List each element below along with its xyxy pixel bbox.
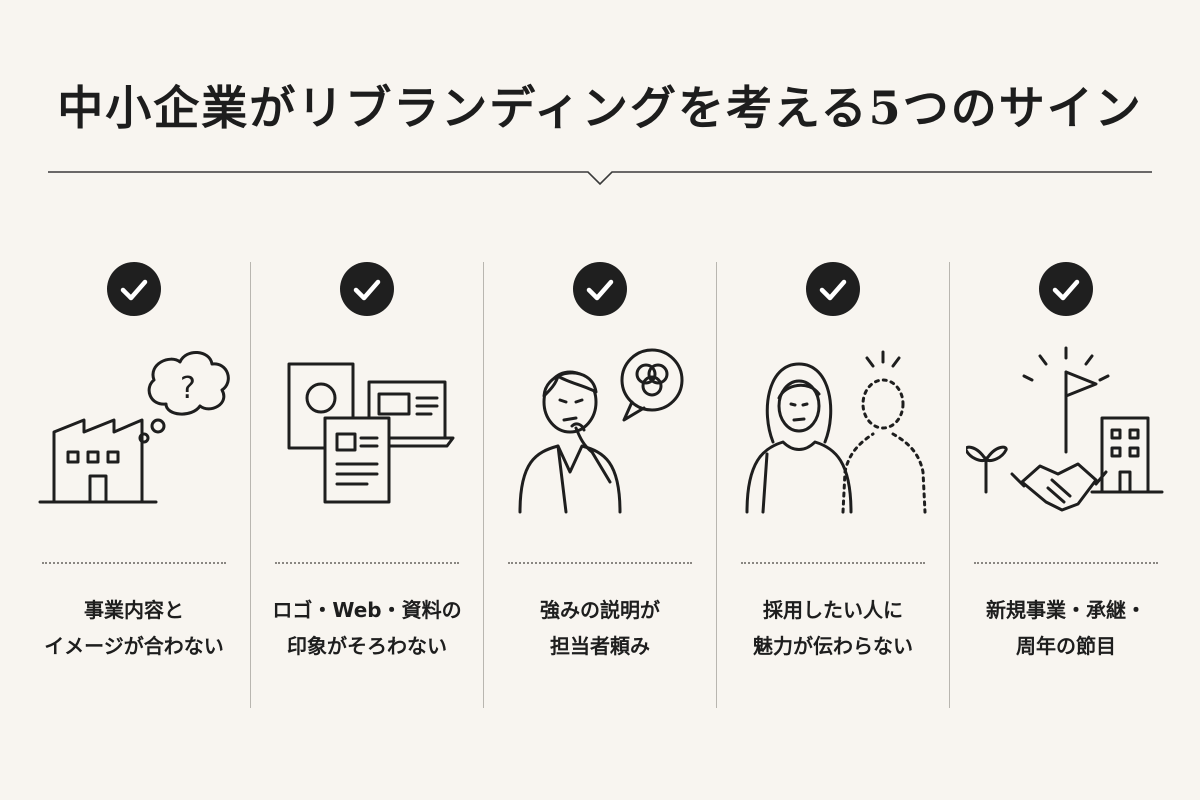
dotted-divider bbox=[741, 562, 925, 564]
recruit-candidate-icon bbox=[733, 342, 933, 522]
caption-line-1: 強みの説明が bbox=[540, 598, 660, 622]
sign-caption: ロゴ・Web・資料の 印象がそろわない bbox=[251, 592, 483, 664]
check-icon bbox=[1039, 262, 1093, 316]
caption-line-1: 事業内容と bbox=[84, 598, 184, 622]
factory-with-question-bubble-icon: ? bbox=[34, 342, 234, 522]
page-title: 中小企業がリブランディングを考える5つのサイン bbox=[57, 81, 1143, 135]
signs-list: ? 事業内容と イメージが合わない bbox=[18, 262, 1182, 708]
sign-item-strength-explanation: 強みの説明が 担当者頼み bbox=[483, 262, 716, 708]
check-icon bbox=[107, 262, 161, 316]
logo-web-documents-icon bbox=[267, 342, 467, 522]
caption-line-2: 魅力が伝わらない bbox=[753, 634, 913, 658]
caption-line-1: ロゴ・Web・資料の bbox=[272, 598, 462, 622]
sign-caption: 新規事業・承継・ 周年の節目 bbox=[950, 592, 1182, 664]
puzzled-person-icon bbox=[500, 342, 700, 522]
sign-caption: 強みの説明が 担当者頼み bbox=[484, 592, 716, 664]
check-icon bbox=[806, 262, 860, 316]
sign-item-business-image: ? 事業内容と イメージが合わない bbox=[18, 262, 250, 708]
caption-line-2: 担当者頼み bbox=[550, 634, 650, 658]
caption-line-1: 採用したい人に bbox=[763, 598, 903, 622]
caption-line-2: イメージが合わない bbox=[44, 634, 224, 658]
sign-item-brand-consistency: ロゴ・Web・資料の 印象がそろわない bbox=[250, 262, 483, 708]
svg-text:?: ? bbox=[180, 371, 196, 406]
dotted-divider bbox=[974, 562, 1158, 564]
check-icon bbox=[573, 262, 627, 316]
dotted-divider bbox=[275, 562, 459, 564]
caption-line-2: 印象がそろわない bbox=[287, 634, 447, 658]
dotted-divider bbox=[42, 562, 226, 564]
handshake-flag-building-icon bbox=[966, 342, 1166, 522]
title-divider bbox=[48, 171, 1152, 186]
sign-caption: 採用したい人に 魅力が伝わらない bbox=[717, 592, 949, 664]
sign-item-recruitment: 採用したい人に 魅力が伝わらない bbox=[716, 262, 949, 708]
caption-line-2: 周年の節目 bbox=[1016, 634, 1116, 658]
check-icon bbox=[340, 262, 394, 316]
dotted-divider bbox=[508, 562, 692, 564]
caption-line-1: 新規事業・承継・ bbox=[986, 598, 1146, 622]
sign-item-milestone: 新規事業・承継・ 周年の節目 bbox=[949, 262, 1182, 708]
sign-caption: 事業内容と イメージが合わない bbox=[18, 592, 250, 664]
